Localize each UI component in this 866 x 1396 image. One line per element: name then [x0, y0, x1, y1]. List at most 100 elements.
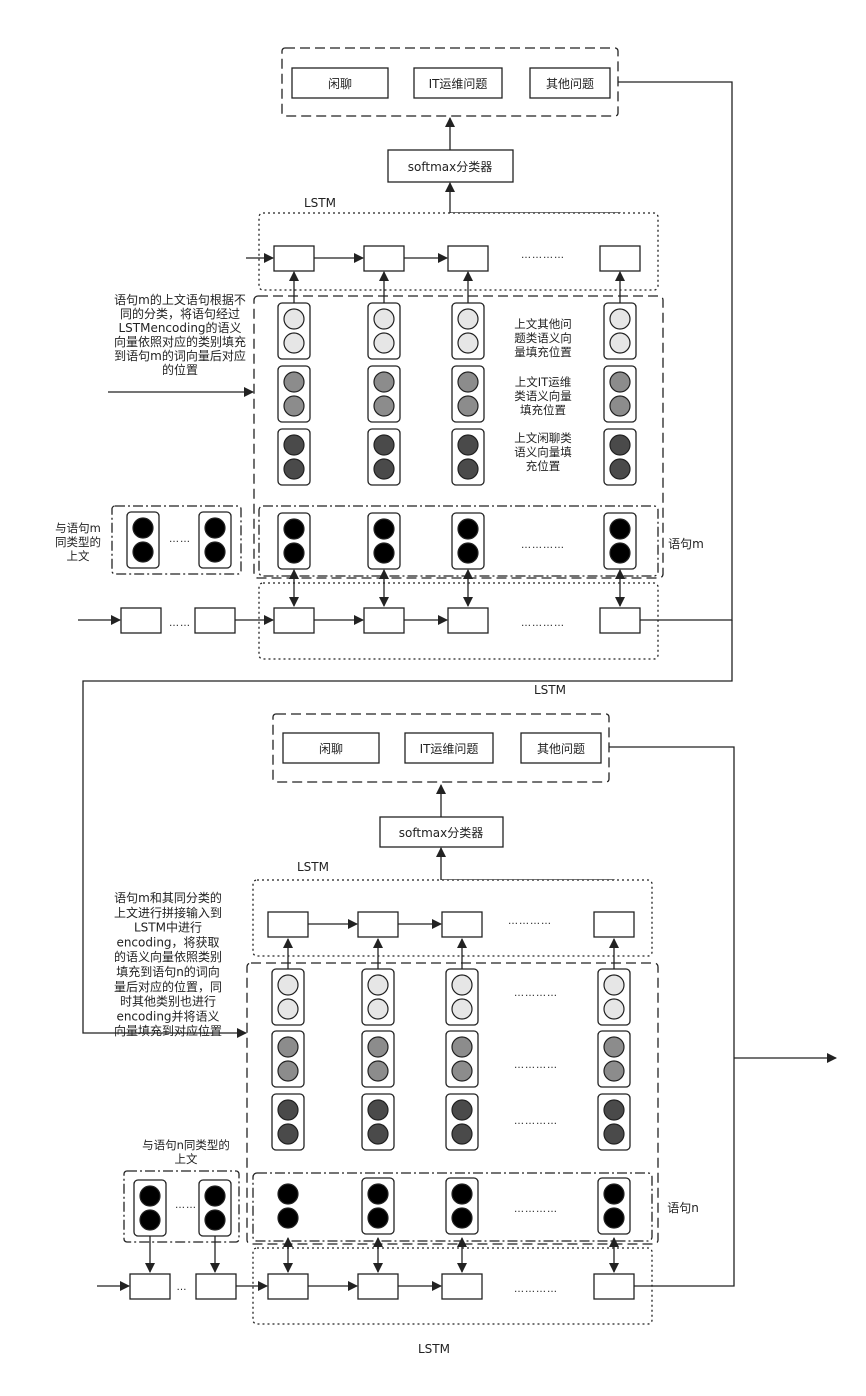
left-note-line: encoding，将获取: [116, 935, 219, 949]
ellipsis: …: [177, 1282, 188, 1293]
left-note-line: 填充到语句n的词向: [116, 964, 220, 979]
context-vector-circle: [139, 1209, 161, 1231]
lstm-cell: [357, 1273, 399, 1300]
ellipsis: …………: [514, 1204, 558, 1215]
lstm-cell: [129, 1273, 171, 1300]
ellipsis: …………: [514, 1060, 558, 1071]
dark-vector-circle: [283, 458, 305, 480]
light-vector-circle: [603, 998, 625, 1020]
mid-vector-circle: [603, 1060, 625, 1082]
left-note-line: 到语句m的词向量后对应: [114, 348, 246, 363]
light-vector-circle: [367, 974, 389, 996]
class-label: 其他问题: [537, 742, 585, 756]
light-vector-circle: [283, 332, 305, 354]
light-vector-circle: [283, 308, 305, 330]
word-vector-circle: [451, 1183, 473, 1205]
word-vector-circle: [609, 542, 631, 564]
lstm-cell: [441, 1273, 483, 1300]
lstm-upper-label: LSTM: [297, 860, 329, 874]
left-note-line: LSTMencoding的语义: [118, 320, 241, 335]
context-vector-circle: [204, 541, 226, 563]
fill-note-line: 量填充位置: [514, 345, 572, 359]
word-vector-circle: [603, 1207, 625, 1229]
fill-note-line: 上文IT运维: [515, 375, 571, 389]
context-vector-circle: [204, 1185, 226, 1207]
light-vector-circle: [373, 308, 395, 330]
lstm-cell: [273, 245, 315, 272]
connectors: [82, 81, 837, 1287]
lstm-cell: [599, 607, 641, 634]
word-vector-circle: [373, 542, 395, 564]
word-vector-circle: [451, 1207, 473, 1229]
left-note-line: 上文进行拼接输入到: [114, 905, 222, 920]
lstm-cell: [357, 911, 399, 938]
left-note-line: 的语义向量依照类别: [114, 949, 222, 964]
fill-note-line: 上文闲聊类: [514, 431, 572, 445]
context-label-line: 上文: [67, 549, 90, 563]
fill-note-line: 上文其他问: [514, 317, 572, 331]
softmax-label: softmax分类器: [399, 826, 483, 840]
light-vector-circle: [603, 974, 625, 996]
lstm-cell: [267, 911, 309, 938]
dark-vector-circle: [603, 1099, 625, 1121]
ellipsis: ……: [175, 1200, 197, 1211]
context-vector-circle: [132, 541, 154, 563]
lstm-cell: [599, 245, 641, 272]
left-note-line: 向量填充到对应位置: [114, 1023, 222, 1038]
mid-vector-circle: [609, 371, 631, 393]
mid-vector-circle: [603, 1036, 625, 1058]
ellipsis: …………: [508, 916, 552, 927]
word-vector-circle: [277, 1183, 299, 1205]
lstm-cell: [363, 607, 405, 634]
mid-vector-circle: [609, 395, 631, 417]
context-vector-circle: [132, 517, 154, 539]
word-vector-circle: [457, 542, 479, 564]
left-note-line: 量后对应的位置，同: [114, 979, 222, 994]
light-vector-circle: [277, 998, 299, 1020]
lstm-cell: [120, 607, 162, 634]
dark-vector-circle: [451, 1123, 473, 1145]
mid-vector-circle: [283, 395, 305, 417]
word-vector-circle: [457, 518, 479, 540]
left-note-line: LSTM中进行: [134, 920, 202, 935]
lstm-cell: [267, 1273, 309, 1300]
class-box: [404, 732, 494, 764]
context-vector-circle: [204, 517, 226, 539]
fill-note-line: 语义向量填: [514, 445, 572, 459]
mid-vector-circle: [457, 371, 479, 393]
class-box: [291, 67, 389, 99]
mid-vector-circle: [373, 371, 395, 393]
context-label-line: 上文: [175, 1152, 198, 1166]
word-vector-circle: [367, 1207, 389, 1229]
left-note-line: 语句m的上文语句根据不: [114, 292, 246, 307]
word-vector-circle: [283, 542, 305, 564]
light-vector-circle: [367, 998, 389, 1020]
feedback-connector: [82, 620, 733, 1038]
fill-note-line: 类语义向量: [514, 389, 572, 403]
dark-vector-circle: [457, 434, 479, 456]
right-rail-top: [618, 81, 733, 621]
left-note-line: 的位置: [162, 362, 198, 377]
mid-vector-circle: [373, 395, 395, 417]
softmax-box: [379, 816, 504, 848]
context-label-line: 与语句m: [55, 521, 101, 535]
left-note-line: 向量依照对应的类别填充: [114, 334, 246, 349]
ellipsis: …………: [514, 1116, 558, 1127]
light-vector-circle: [277, 974, 299, 996]
context-vector-circle: [139, 1185, 161, 1207]
light-vector-circle: [451, 974, 473, 996]
lstm-cell: [273, 607, 315, 634]
dark-vector-circle: [367, 1123, 389, 1145]
lstm-cell: [363, 245, 405, 272]
dark-vector-circle: [277, 1123, 299, 1145]
dark-vector-circle: [603, 1123, 625, 1145]
mid-vector-circle: [283, 371, 305, 393]
ellipsis: …………: [514, 1284, 558, 1295]
softmax-label: softmax分类器: [408, 160, 492, 174]
softmax-box: [387, 149, 514, 183]
fill-note-line: 题类语义向: [514, 331, 572, 345]
class-label: 闲聊: [328, 77, 352, 91]
fill-note-line: 填充位置: [520, 403, 566, 417]
lstm-lower-label: LSTM: [534, 683, 566, 697]
